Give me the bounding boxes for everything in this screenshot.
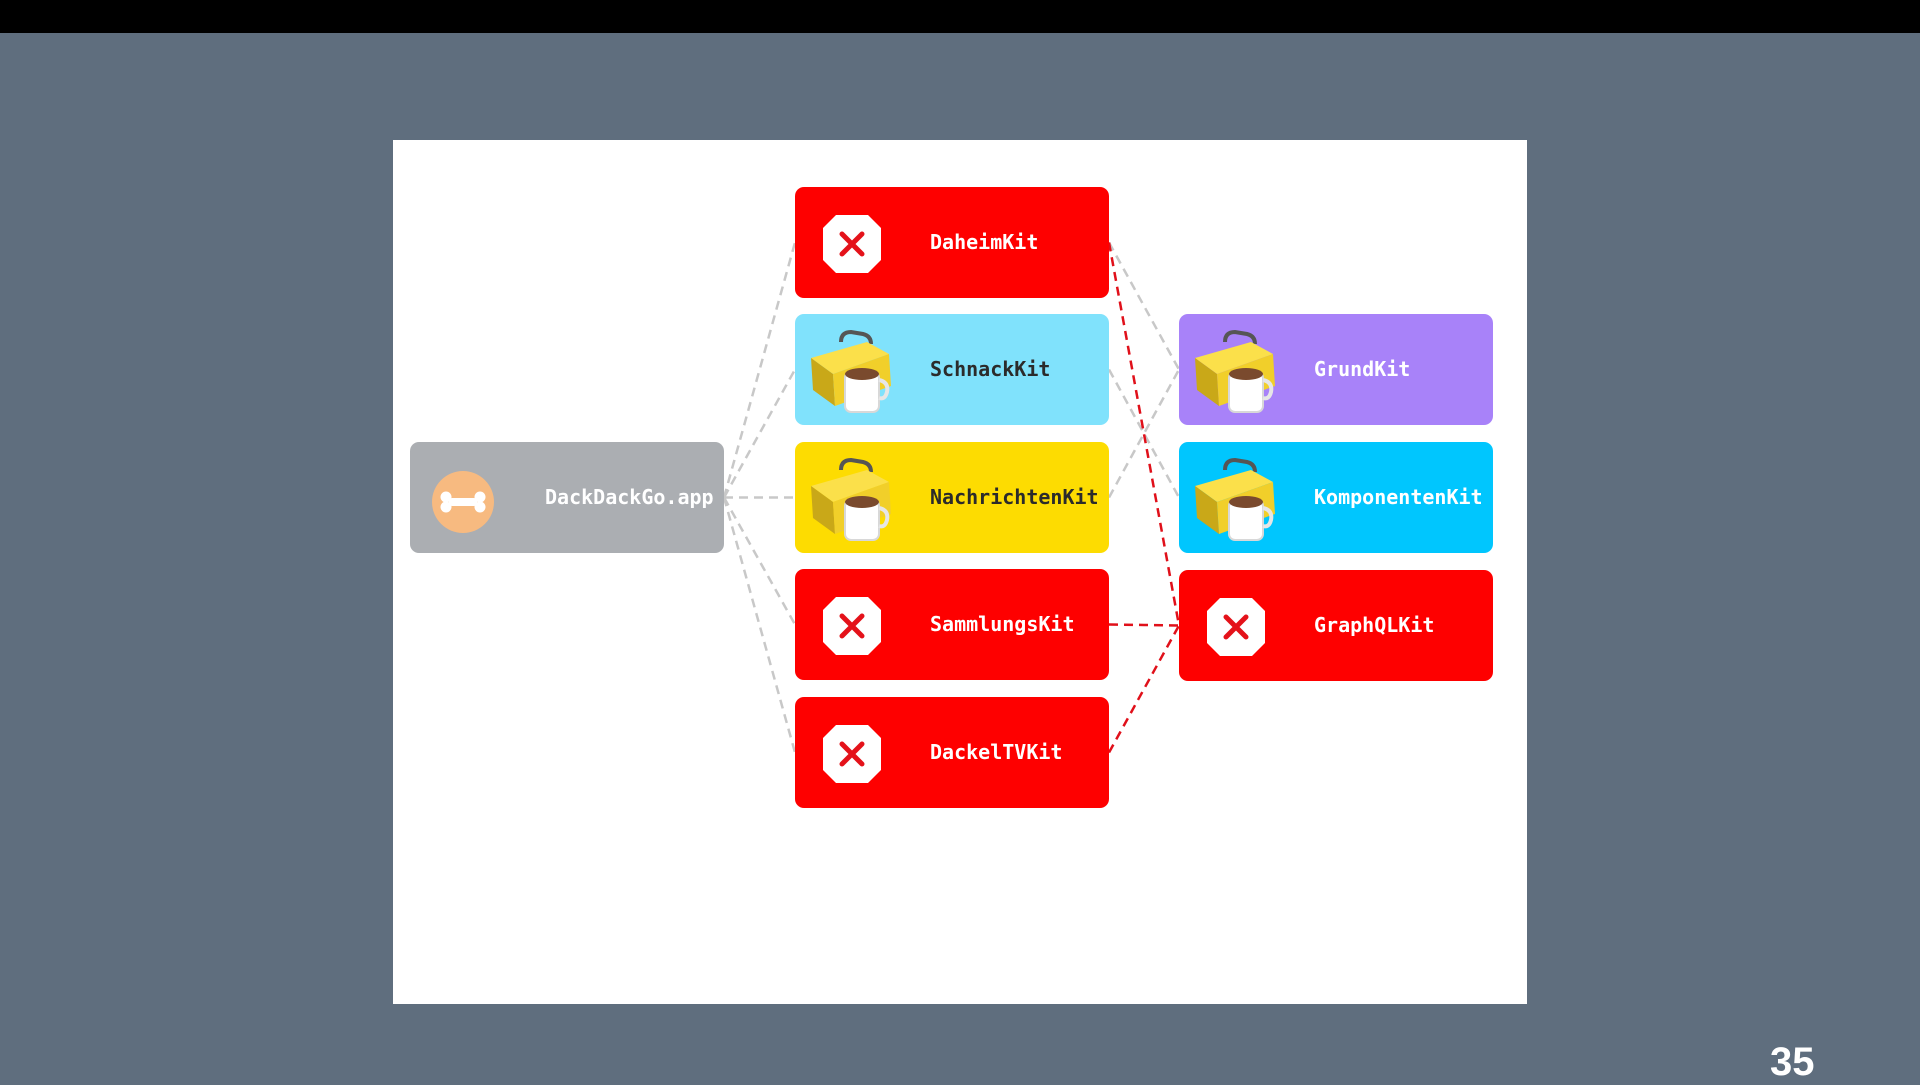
edge-daheim-graphql	[1107, 242, 1181, 626]
node-label: GraphQLKit	[1314, 613, 1435, 637]
node-app: DackDackGo.app	[410, 442, 724, 553]
node-graphqlkit: GraphQLKit	[1179, 570, 1493, 681]
node-label: GrundKit	[1314, 357, 1411, 381]
edge-nachrichten-grund	[1107, 368, 1181, 499]
edge-app-schnack	[722, 368, 797, 499]
error-stop-icon	[1185, 576, 1287, 678]
node-dackeltvkit: DackelTVKit	[795, 697, 1109, 808]
edge-dackeltv-graphql	[1107, 624, 1181, 754]
slide: DackDackGo.app DaheimKit SchnackKit Nach…	[393, 140, 1527, 1004]
edge-daheim-grund	[1107, 241, 1181, 371]
page-number: 35	[1770, 1040, 1815, 1084]
node-label: SchnackKit	[930, 357, 1051, 381]
node-daheimkit: DaheimKit	[795, 187, 1109, 298]
toolbox-cup-icon	[1185, 448, 1287, 550]
node-label: KomponentenKit	[1314, 485, 1483, 509]
dependency-edges	[722, 241, 1181, 754]
edge-sammlungs-graphql	[1108, 623, 1180, 627]
edge-schnack-komponenten	[1107, 368, 1181, 499]
node-nachrichtenkit: NachrichtenKit	[795, 442, 1109, 553]
node-label: SammlungsKit	[930, 612, 1075, 636]
error-stop-icon	[801, 703, 903, 805]
toolbox-cup-icon	[801, 320, 903, 422]
node-komponentenkit: KomponentenKit	[1179, 442, 1493, 553]
toolbox-cup-icon	[1185, 320, 1287, 422]
error-stop-icon	[801, 575, 903, 677]
toolbox-cup-icon	[801, 448, 903, 550]
top-black-bar	[0, 0, 1920, 33]
node-schnackkit: SchnackKit	[795, 314, 1109, 425]
edge-app-daheim	[722, 242, 797, 498]
node-label: NachrichtenKit	[930, 485, 1099, 509]
bone-icon	[416, 448, 518, 550]
error-stop-icon	[801, 193, 903, 295]
node-label: DaheimKit	[930, 230, 1039, 254]
node-sammlungskit: SammlungsKit	[795, 569, 1109, 680]
node-label: DackelTVKit	[930, 740, 1063, 764]
node-grundkit: GrundKit	[1179, 314, 1493, 425]
edge-app-sammlungs	[722, 496, 797, 626]
edge-app-dackeltv	[722, 497, 797, 753]
node-label: DackDackGo.app	[545, 485, 714, 509]
